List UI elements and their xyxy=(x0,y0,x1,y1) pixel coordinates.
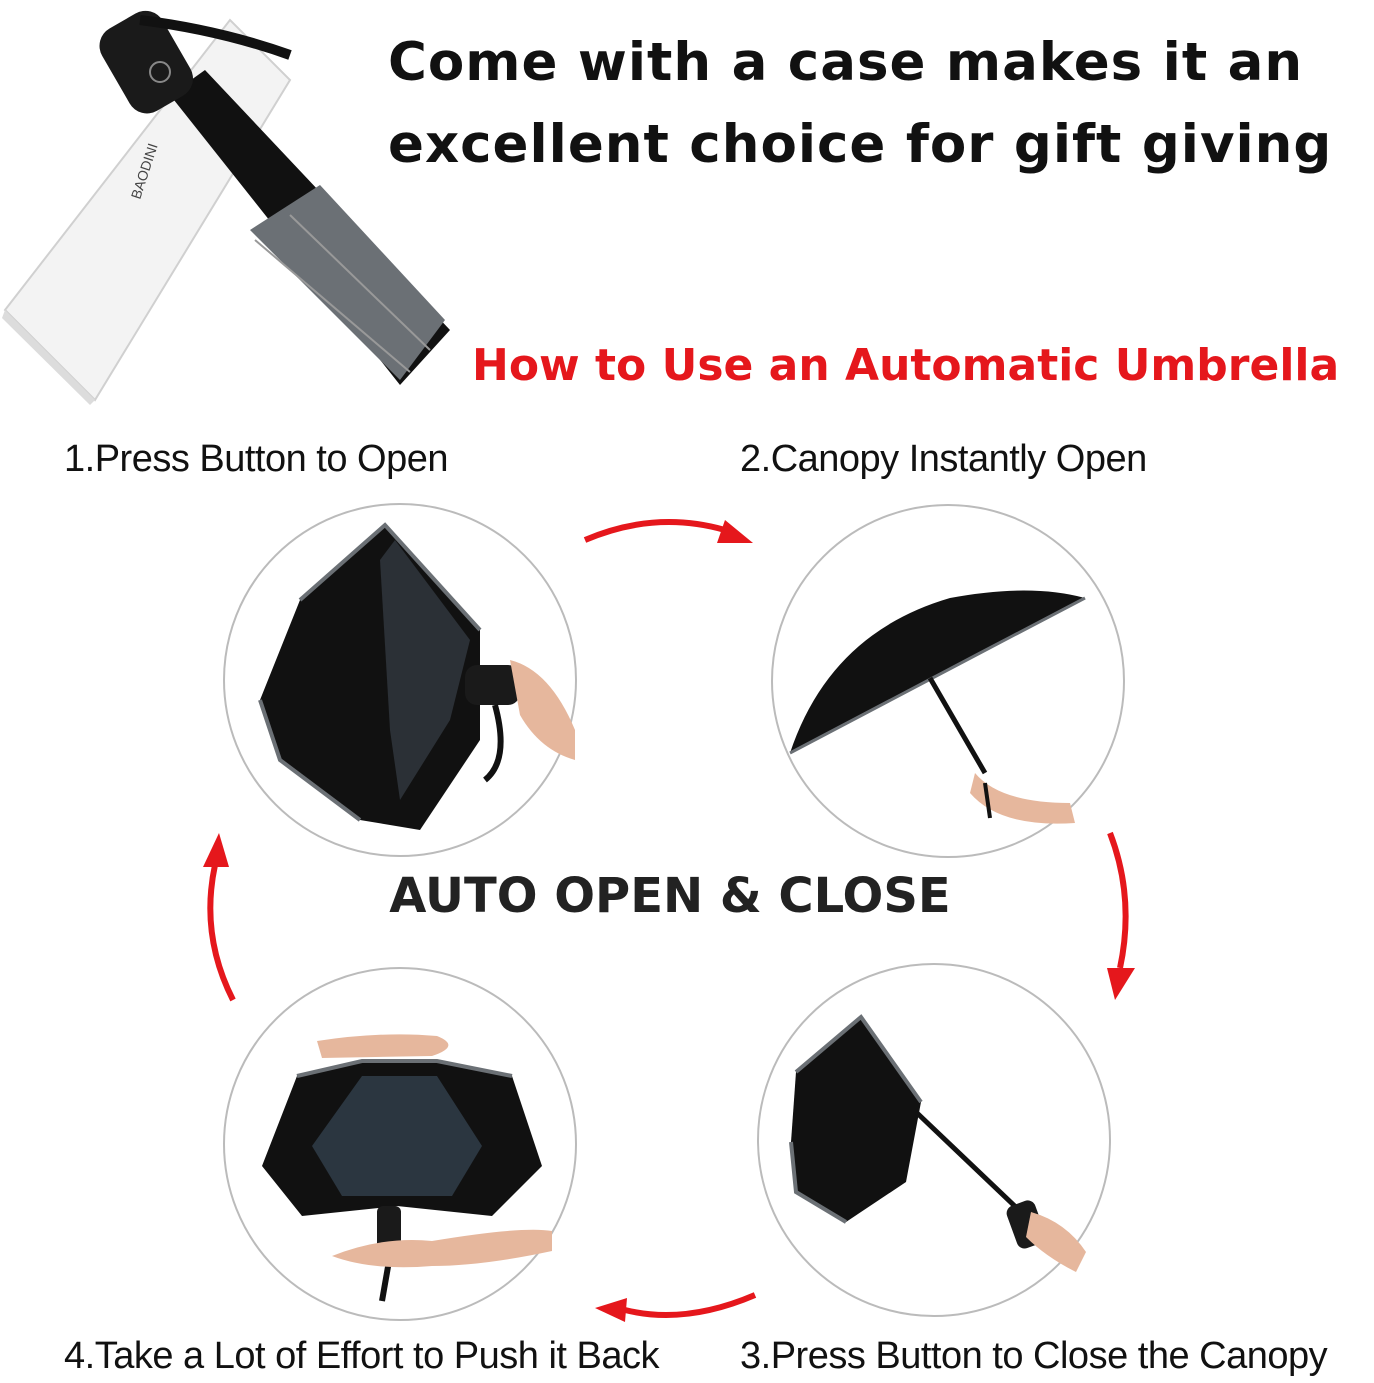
curved-arrow-icon xyxy=(595,1292,757,1322)
step-1-label: 1.Press Button to Open xyxy=(64,438,449,480)
curved-arrow-icon xyxy=(1107,831,1135,1000)
umbrella-with-case-image: BAODINI xyxy=(2,10,450,405)
headline: Come with a case makes it an excellent c… xyxy=(388,32,1333,175)
step-2-photo xyxy=(771,504,1125,858)
curved-arrow-icon xyxy=(203,833,236,1002)
curved-arrow-icon xyxy=(583,519,753,543)
step-4-label: 4.Take a Lot of Effort to Push it Back xyxy=(64,1335,659,1377)
step-1-photo xyxy=(223,503,577,857)
subheading: How to Use an Automatic Umbrella xyxy=(472,340,1340,391)
step-3-photo xyxy=(757,963,1111,1317)
center-label: AUTO OPEN & CLOSE xyxy=(389,868,951,924)
step-3-label: 3.Press Button to Close the Canopy xyxy=(740,1335,1328,1377)
step-2-label: 2.Canopy Instantly Open xyxy=(740,438,1147,480)
step-4-photo xyxy=(223,967,577,1321)
